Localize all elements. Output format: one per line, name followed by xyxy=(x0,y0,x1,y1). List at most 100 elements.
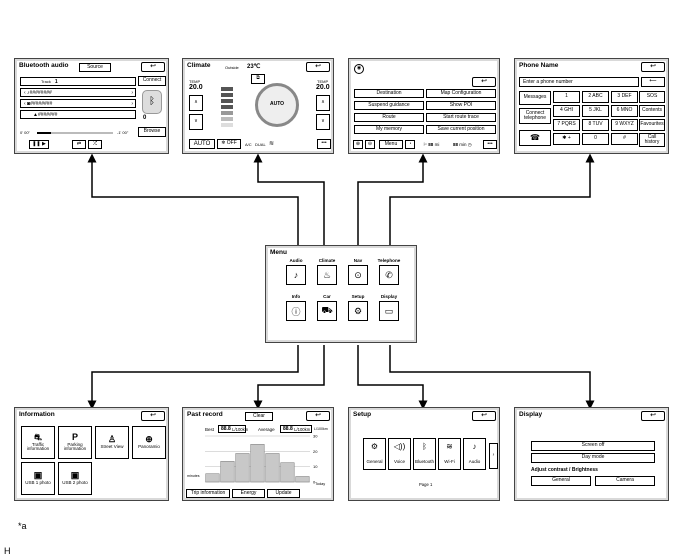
defrost-rear-button[interactable]: ⧉ xyxy=(251,74,265,84)
browse-button[interactable]: Browse xyxy=(138,127,166,137)
keypad-key[interactable]: 9 WXYZ xyxy=(611,119,638,131)
next-page-button[interactable]: › xyxy=(489,443,498,469)
back-button[interactable]: ↩ xyxy=(306,62,330,72)
phone-number-input[interactable]: Enter a phone number xyxy=(519,77,639,87)
airflow-mode-icon[interactable] xyxy=(255,83,299,127)
setup-wifi-button[interactable]: ≋Wi-Fi xyxy=(438,438,461,470)
clear-button[interactable]: Clear xyxy=(245,412,273,421)
keypad-key[interactable]: 4 GHI xyxy=(553,105,580,117)
favourites-button[interactable]: Favourites xyxy=(639,119,665,131)
more-button[interactable]: ••• xyxy=(483,140,497,149)
usb1-photo-button[interactable]: ▣USB 1 photo xyxy=(21,462,55,495)
destination-button[interactable]: Destination xyxy=(354,89,424,98)
menu-audio-button[interactable]: ♪ xyxy=(286,265,306,285)
menu-nav-button[interactable]: ⊙ xyxy=(348,265,368,285)
temp-right-up[interactable]: ∧ xyxy=(316,95,330,111)
keypad-key[interactable]: ✱ + xyxy=(553,133,580,145)
off-button[interactable]: ❄ OFF xyxy=(217,139,241,149)
average-value: 88.8 L/100km xyxy=(280,425,312,433)
settings-button[interactable]: ◔ xyxy=(405,140,415,149)
temp-left-down[interactable]: ∨ xyxy=(189,114,203,130)
fan-speed-icon[interactable] xyxy=(221,87,233,133)
call-button[interactable]: ☎ xyxy=(519,130,551,146)
start-route-trace-button[interactable]: Start route trace xyxy=(426,113,496,122)
backspace-button[interactable]: ⟵ xyxy=(641,77,665,87)
screen-off-button[interactable]: Screen off xyxy=(531,441,655,451)
menu-climate-button[interactable]: ♨ xyxy=(317,265,337,285)
ac-label[interactable]: A/C xyxy=(245,142,252,147)
temp-left-up[interactable]: ∧ xyxy=(189,95,203,111)
back-button[interactable]: ↩ xyxy=(141,62,165,72)
day-mode-button[interactable]: Day mode xyxy=(531,453,655,463)
menu-telephone-button[interactable]: ✆ xyxy=(379,265,399,285)
menu-label-nav: Nav xyxy=(353,258,363,263)
dual-label[interactable]: DUAL xyxy=(255,142,266,147)
panoramio-button[interactable]: ⊕Panoramio xyxy=(132,426,166,459)
energy-tab[interactable]: Energy xyxy=(232,489,265,498)
progress-bar[interactable] xyxy=(37,132,113,134)
menu-setup-button[interactable]: ⚙ xyxy=(348,301,368,321)
back-button[interactable]: ↩ xyxy=(472,77,496,87)
map-configuration-button[interactable]: Map Configuration xyxy=(426,89,496,98)
time-end: -1' 00" xyxy=(117,130,129,135)
keypad-key[interactable]: # xyxy=(611,133,638,145)
nav-icon: ⊙ xyxy=(354,269,362,280)
menu-display-button[interactable]: ▭ xyxy=(379,301,399,321)
repeat-button[interactable]: ⇄ xyxy=(72,140,86,149)
song-row[interactable]: ‹ ♪ ########› xyxy=(20,88,136,97)
general-button[interactable]: General xyxy=(531,476,591,486)
zoom-in-button[interactable]: ⊕ xyxy=(353,140,363,149)
zoom-out-button[interactable]: ⊖ xyxy=(365,140,375,149)
sos-button[interactable]: SOS xyxy=(639,91,665,103)
consumption-bar xyxy=(235,453,250,483)
wifi-icon: ≋ xyxy=(446,442,453,452)
more-button[interactable]: ••• xyxy=(317,139,331,149)
street-view-button[interactable]: ♙Street View xyxy=(95,426,129,459)
menu-car-button[interactable]: ⛟ xyxy=(317,301,337,321)
traffic-information-button[interactable]: ⛐Traffic information xyxy=(21,426,55,459)
route-button[interactable]: Route xyxy=(354,113,424,122)
suspend-guidance-button[interactable]: Suspend guidance xyxy=(354,101,424,110)
back-button[interactable]: ↩ xyxy=(641,62,665,72)
setup-audio-button[interactable]: ♪Audio xyxy=(463,438,486,470)
menu-button[interactable]: Menu xyxy=(379,140,403,149)
connect-telephone-button[interactable]: Connect telephone xyxy=(519,108,551,124)
back-button[interactable]: ↩ xyxy=(641,411,665,421)
shuffle-button[interactable]: ⤮ xyxy=(88,140,102,149)
compass-button[interactable]: ◉ xyxy=(354,64,364,74)
my-memory-button[interactable]: My memory xyxy=(354,125,424,134)
keypad-key[interactable]: 5 JKL xyxy=(582,105,609,117)
trip-information-tab[interactable]: Trip information xyxy=(186,489,230,498)
connect-button[interactable]: Connect xyxy=(138,76,166,86)
keypad-key[interactable]: 2 ABC xyxy=(582,91,609,103)
contents-button[interactable]: Contents xyxy=(639,105,665,117)
setup-general-button[interactable]: ⚙General xyxy=(363,438,386,470)
usb2-photo-button[interactable]: ▣USB 2 photo xyxy=(58,462,92,495)
keypad-key[interactable]: 3 DEF xyxy=(611,91,638,103)
auto-button[interactable]: AUTO xyxy=(189,139,215,149)
keypad-key[interactable]: 8 TUV xyxy=(582,119,609,131)
album-row[interactable]: ‹ ◙ ########› xyxy=(20,99,136,108)
update-tab[interactable]: Update xyxy=(267,489,300,498)
setup-voice-button[interactable]: ◁))Voice xyxy=(388,438,411,470)
source-button[interactable]: Source xyxy=(79,63,111,72)
artist-row: ▲ ####### xyxy=(20,110,136,119)
keypad-key[interactable]: 1 xyxy=(553,91,580,103)
keypad-key[interactable]: 0 xyxy=(582,133,609,145)
show-poi-button[interactable]: Show POI xyxy=(426,101,496,110)
menu-info-button[interactable]: ⓘ xyxy=(286,301,306,321)
messages-button[interactable]: Messages xyxy=(519,91,551,105)
call-history-button[interactable]: Call history xyxy=(639,133,665,147)
save-current-position-button[interactable]: Save current position xyxy=(426,125,496,134)
camera-button[interactable]: Camera xyxy=(595,476,655,486)
play-pause-button[interactable]: ❚❚ ▶ xyxy=(29,140,49,149)
back-button[interactable]: ↩ xyxy=(306,411,330,421)
keypad-key[interactable]: 6 MNO xyxy=(611,105,638,117)
temp-right-down[interactable]: ∨ xyxy=(316,114,330,130)
back-button[interactable]: ↩ xyxy=(141,411,165,421)
keypad-key[interactable]: 7 PQRS xyxy=(553,119,580,131)
back-button[interactable]: ↩ xyxy=(472,411,496,421)
